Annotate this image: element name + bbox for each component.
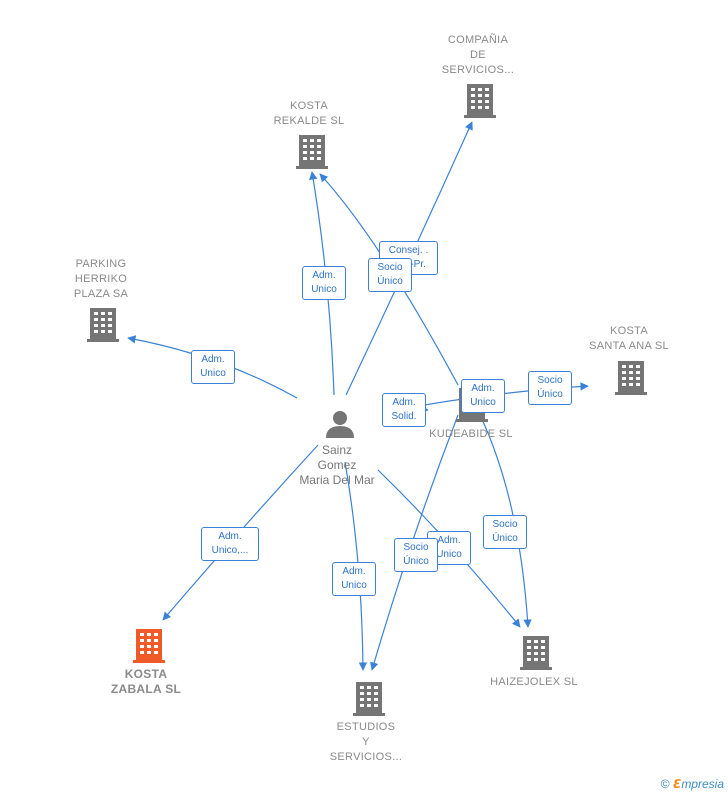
- edge-label-socio-unico-rekalde[interactable]: Socio Único: [368, 258, 412, 292]
- company-label-estudios[interactable]: ESTUDIOS Y SERVICIOS...: [329, 721, 403, 763]
- edge-label-adm-solid[interactable]: Adm. Solid.: [382, 393, 426, 427]
- building-icon-haizejolex: [520, 636, 552, 670]
- company-label-kosta-zabala[interactable]: KOSTA ZABALA SL: [110, 667, 182, 696]
- company-label-compania[interactable]: COMPAÑIA DE SERVICIOS...: [441, 34, 515, 76]
- edge-label-adm-unico-kudeabide[interactable]: Adm. Unico: [461, 379, 505, 413]
- person-name[interactable]: Sainz Gomez Maria Del Mar: [299, 443, 375, 487]
- edge-label-socio-unico-estudios[interactable]: Socio Único: [394, 538, 438, 572]
- building-icon-kosta-santa-ana: [615, 361, 647, 395]
- edge-label-socio-unico-haizejolex[interactable]: Socio Único: [483, 515, 527, 549]
- edge-label-adm-unico-estudios[interactable]: Adm. Unico: [332, 562, 376, 596]
- company-label-kosta-rekalde[interactable]: KOSTA REKALDE SL: [273, 100, 345, 127]
- building-icon-kosta-rekalde: [296, 135, 328, 169]
- edge-kudeabide-haizejolex: [479, 414, 532, 628]
- building-icon-estudios: [353, 682, 385, 716]
- edge-label-adm-unico-zabala[interactable]: Adm. Unico,...: [201, 527, 259, 561]
- company-label-kudeabide[interactable]: KUDEABIDE SL: [429, 428, 513, 440]
- copyright-icon: ©: [660, 777, 670, 791]
- brand-name: mpresia: [681, 777, 724, 791]
- edge-label-adm-unico-rekalde[interactable]: Adm. Unico: [302, 266, 346, 300]
- building-icon-parking: [87, 308, 119, 342]
- brand-logo-icon: ℇ: [672, 777, 682, 791]
- company-label-haizejolex[interactable]: HAIZEJOLEX SL: [490, 676, 578, 688]
- company-label-parking[interactable]: PARKING HERRIKO PLAZA SA: [73, 258, 129, 300]
- footer-brand: © ℇmpresia: [661, 777, 724, 791]
- person-icon: [326, 411, 354, 438]
- edge-label-socio-unico-santa-ana[interactable]: Socio Único: [528, 371, 572, 405]
- edge-label-adm-unico-parking[interactable]: Adm. Unico: [191, 350, 235, 384]
- company-label-kosta-santa-ana[interactable]: KOSTA SANTA ANA SL: [589, 325, 669, 352]
- building-icon-kosta-zabala: [133, 629, 165, 663]
- building-icon-compania: [464, 84, 496, 118]
